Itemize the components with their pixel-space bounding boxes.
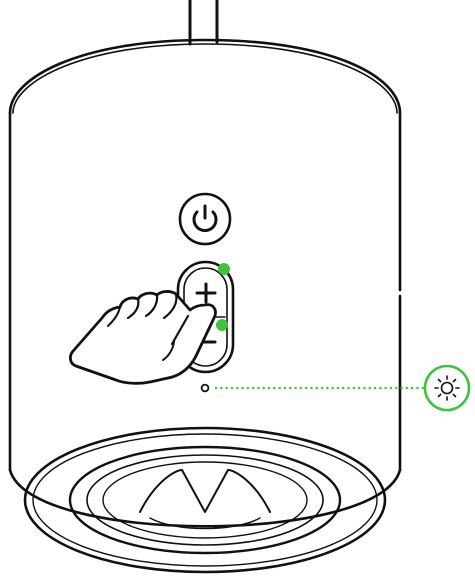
- light-indicator-icon: [423, 364, 471, 412]
- power-button[interactable]: [178, 192, 232, 246]
- base-ring-2: [32, 433, 378, 567]
- volume-up-highlight-dot: [218, 263, 230, 275]
- speaker-top-rim-inner: [12, 43, 398, 114]
- speaker-body: [8, 38, 402, 472]
- volume-down-highlight-dot: [216, 319, 228, 331]
- base-ring-1: [23, 426, 387, 574]
- base-outer-edge: [8, 468, 402, 528]
- power-cable: [188, 0, 219, 46]
- plus-icon: [195, 282, 217, 304]
- power-icon: [192, 204, 218, 232]
- led-indicator: [200, 383, 210, 393]
- cone-inner: [149, 517, 261, 530]
- speaker-base: [8, 426, 402, 574]
- base-ring-5: [102, 461, 308, 539]
- pointing-hand-icon: [69, 290, 217, 385]
- cone-center-notch: [181, 469, 229, 513]
- cone-left-edge: [139, 469, 183, 513]
- speaker-top-rim: [8, 38, 402, 115]
- base-ring-3: [68, 445, 342, 555]
- cone-right-edge: [227, 469, 271, 513]
- base-ring-4: [86, 454, 324, 546]
